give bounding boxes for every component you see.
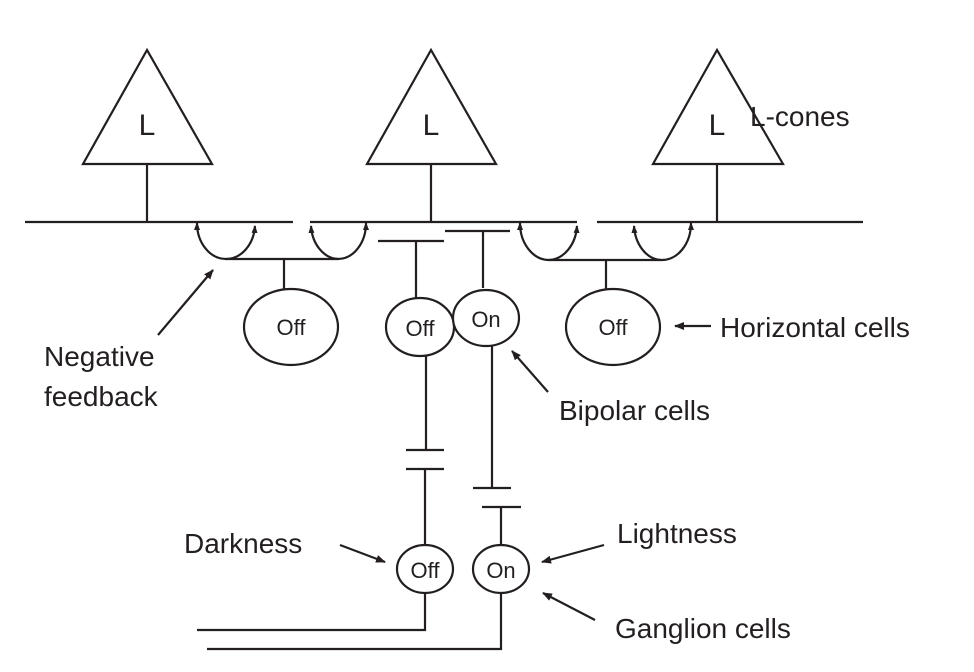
horizontal-cell-left-label: Off	[277, 315, 307, 340]
bipolar-cells-label: Bipolar cells	[559, 395, 710, 426]
ganglion-cell-on: On	[207, 505, 531, 651]
cone-2: L	[365, 47, 498, 222]
lightness-label: Lightness	[617, 518, 737, 549]
bipolar-on-label: On	[471, 307, 500, 332]
cone-3-letter: L	[709, 109, 726, 142]
cone-2-triangle	[365, 47, 498, 166]
feedforward-arrow-down-icon	[631, 225, 662, 262]
darkness-pointer-arrow-icon	[339, 543, 386, 564]
darkness-label: Darkness	[184, 528, 302, 559]
feedforward-arrow-down-icon	[225, 225, 258, 261]
feedback-arrow-up-icon	[194, 222, 227, 261]
lightness-pointer-arrow-icon	[541, 543, 605, 564]
bipolar-on-body	[451, 288, 521, 348]
ganglion-cells-pointer-arrow-icon	[542, 592, 596, 621]
feedforward-arrow-down-icon	[548, 225, 580, 262]
ganglion-cells-label: Ganglion cells	[615, 613, 791, 644]
ganglion-off-axon	[197, 593, 427, 632]
horizontal-cell-right-label: Off	[599, 315, 629, 340]
cone-3: L	[651, 47, 785, 222]
ganglion-on-label: On	[486, 558, 515, 583]
l-cones-label: L-cones	[750, 101, 850, 132]
feedback-arrow-up-icon	[337, 222, 369, 261]
negative-feedback-label-line2: feedback	[44, 381, 159, 412]
cone-1: L	[81, 47, 214, 222]
ganglion-off-label: Off	[411, 558, 441, 583]
horizontal-cells-label: Horizontal cells	[720, 312, 910, 343]
cone-1-letter: L	[139, 109, 156, 142]
negative-feedback-pointer-arrow-icon	[157, 269, 214, 336]
feedback-arrow-up-icon	[517, 222, 550, 262]
cone-1-triangle	[81, 47, 214, 166]
cone-2-letter: L	[423, 109, 440, 142]
negative-feedback-label-line1: Negative	[44, 341, 155, 372]
horizontal-cell-right-body	[564, 287, 662, 367]
bipolar-off-label: Off	[406, 316, 436, 341]
horizontal-cell-right: Off	[517, 222, 694, 367]
feedforward-arrow-down-icon	[308, 225, 339, 261]
bipolar-cells-pointer-arrow-icon	[511, 350, 549, 393]
bipolar-cell-on: On	[445, 229, 521, 490]
feedback-arrow-up-icon	[660, 222, 694, 262]
horizontal-cell-left: Off	[194, 222, 369, 367]
horizontal-cell-left-body	[242, 287, 340, 367]
ganglion-cell-off: Off	[197, 467, 455, 632]
ganglion-on-axon	[207, 593, 503, 651]
bipolar-cell-off: Off	[378, 239, 456, 452]
